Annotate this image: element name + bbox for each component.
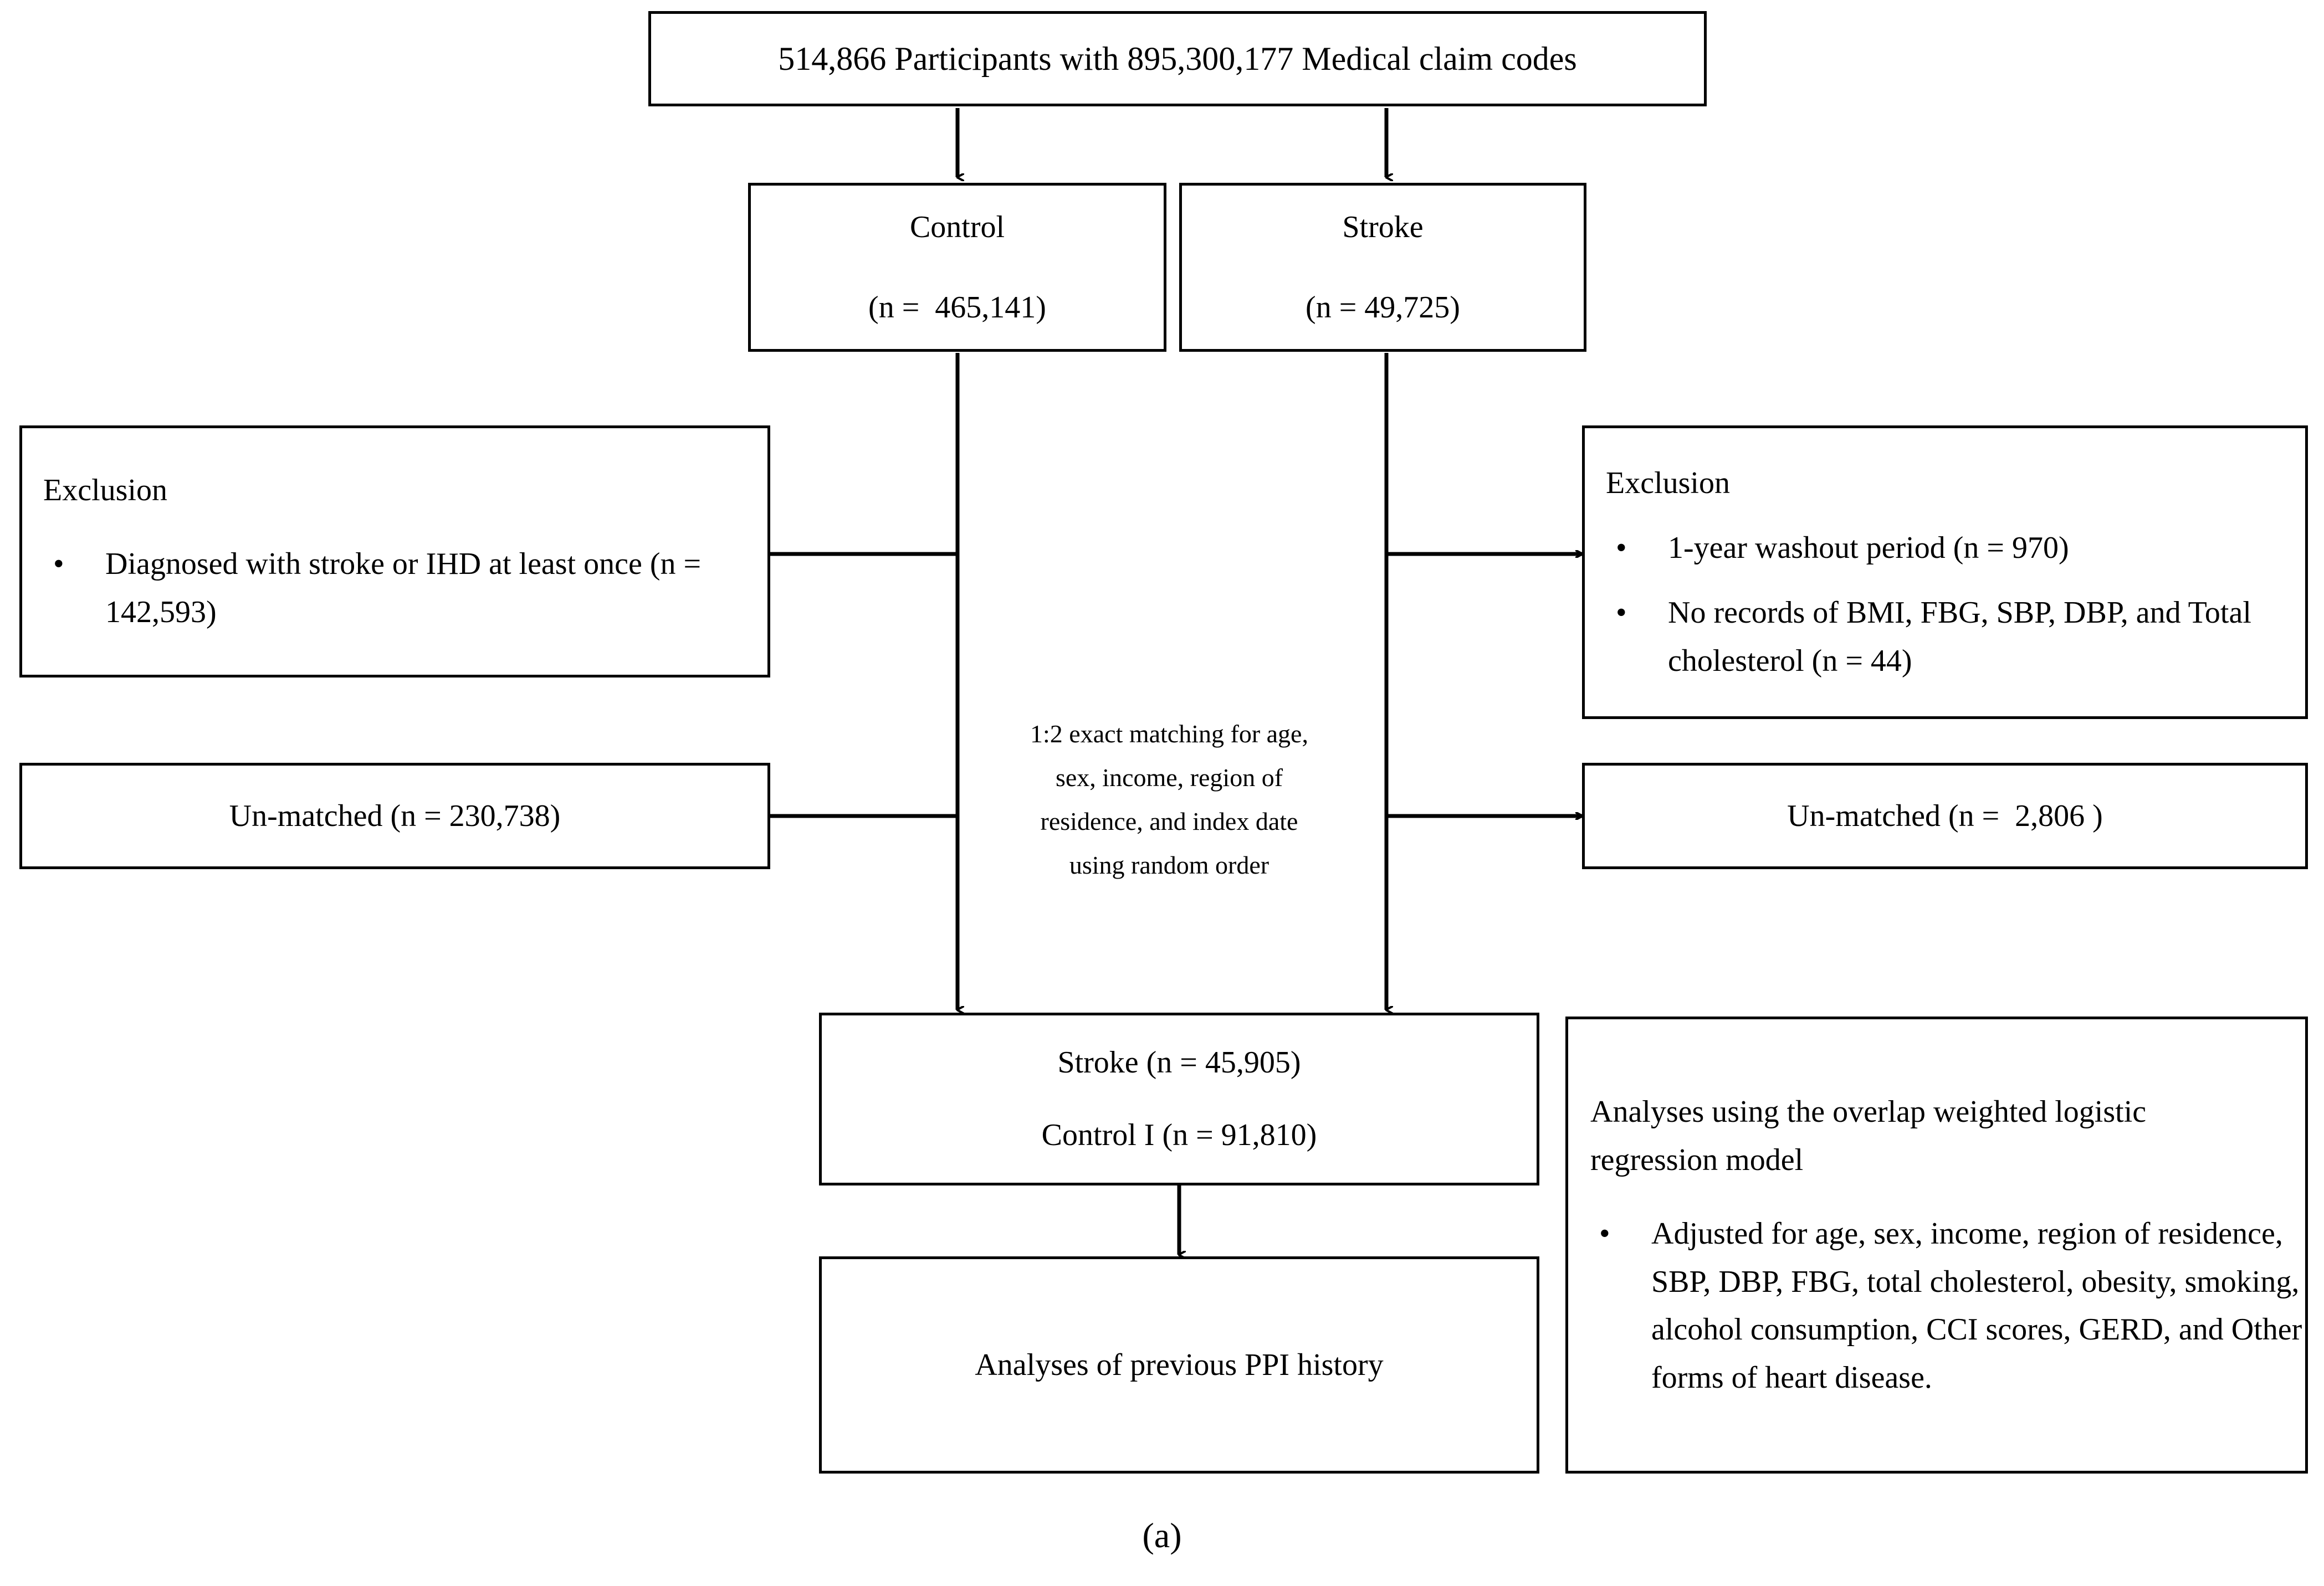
exclusion-left-bullet-list: Diagnosed with stroke or IHD at least on… xyxy=(22,540,767,637)
unmatched-right-label: Un-matched (n = 2,806 ) xyxy=(1787,798,2103,833)
control-cohort-count: (n = 465,141) xyxy=(868,290,1046,325)
matching-note: 1:2 exact matching for age, sex, income,… xyxy=(1030,720,1308,880)
node-analyses-model: Analyses using the overlap weighted logi… xyxy=(1565,1017,2308,1474)
exclusion-right-bullet-list: 1-year washout period (n = 970) No recor… xyxy=(1585,524,2305,685)
exclusion-left-header: Exclusion xyxy=(43,473,167,508)
node-source-population: 514,866 Participants with 895,300,177 Me… xyxy=(648,11,1707,106)
figure-label: (a) xyxy=(1142,1516,1182,1555)
matched-cohort-stroke-count: Stroke (n = 45,905) xyxy=(1057,1045,1301,1080)
list-item: Adjusted for age, sex, income, region of… xyxy=(1568,1210,2305,1402)
stroke-cohort-count: (n = 49,725) xyxy=(1306,290,1460,325)
node-unmatched-left: Un-matched (n = 230,738) xyxy=(19,763,770,869)
unmatched-left-label: Un-matched (n = 230,738) xyxy=(229,798,561,833)
list-item: 1-year washout period (n = 970) xyxy=(1585,524,2305,572)
control-cohort-title: Control xyxy=(909,209,1005,244)
analyses-model-header-line2: regression model xyxy=(1590,1142,1804,1177)
list-item: Diagnosed with stroke or IHD at least on… xyxy=(22,540,767,637)
node-stroke-cohort: Stroke (n = 49,725) xyxy=(1179,183,1586,352)
stroke-cohort-title: Stroke xyxy=(1342,209,1424,244)
analyses-model-bullet-list: Adjusted for age, sex, income, region of… xyxy=(1568,1210,2305,1402)
exclusion-right-header: Exclusion xyxy=(1606,466,1730,501)
node-exclusion-right: Exclusion 1-year washout period (n = 970… xyxy=(1582,425,2308,719)
list-item: No records of BMI, FBG, SBP, DBP, and To… xyxy=(1585,589,2305,685)
node-analyses-ppi: Analyses of previous PPI history xyxy=(819,1256,1539,1474)
analyses-ppi-label: Analyses of previous PPI history xyxy=(975,1347,1384,1382)
node-control-cohort: Control (n = 465,141) xyxy=(748,183,1166,352)
analyses-model-header-line1: Analyses using the overlap weighted logi… xyxy=(1590,1095,2147,1130)
node-matched-cohort: Stroke (n = 45,905) Control I (n = 91,81… xyxy=(819,1013,1539,1185)
node-unmatched-right: Un-matched (n = 2,806 ) xyxy=(1582,763,2308,869)
source-population-label: 514,866 Participants with 895,300,177 Me… xyxy=(778,40,1577,77)
matched-cohort-control-count: Control I (n = 91,810) xyxy=(1041,1118,1317,1152)
node-exclusion-left: Exclusion Diagnosed with stroke or IHD a… xyxy=(19,425,770,677)
